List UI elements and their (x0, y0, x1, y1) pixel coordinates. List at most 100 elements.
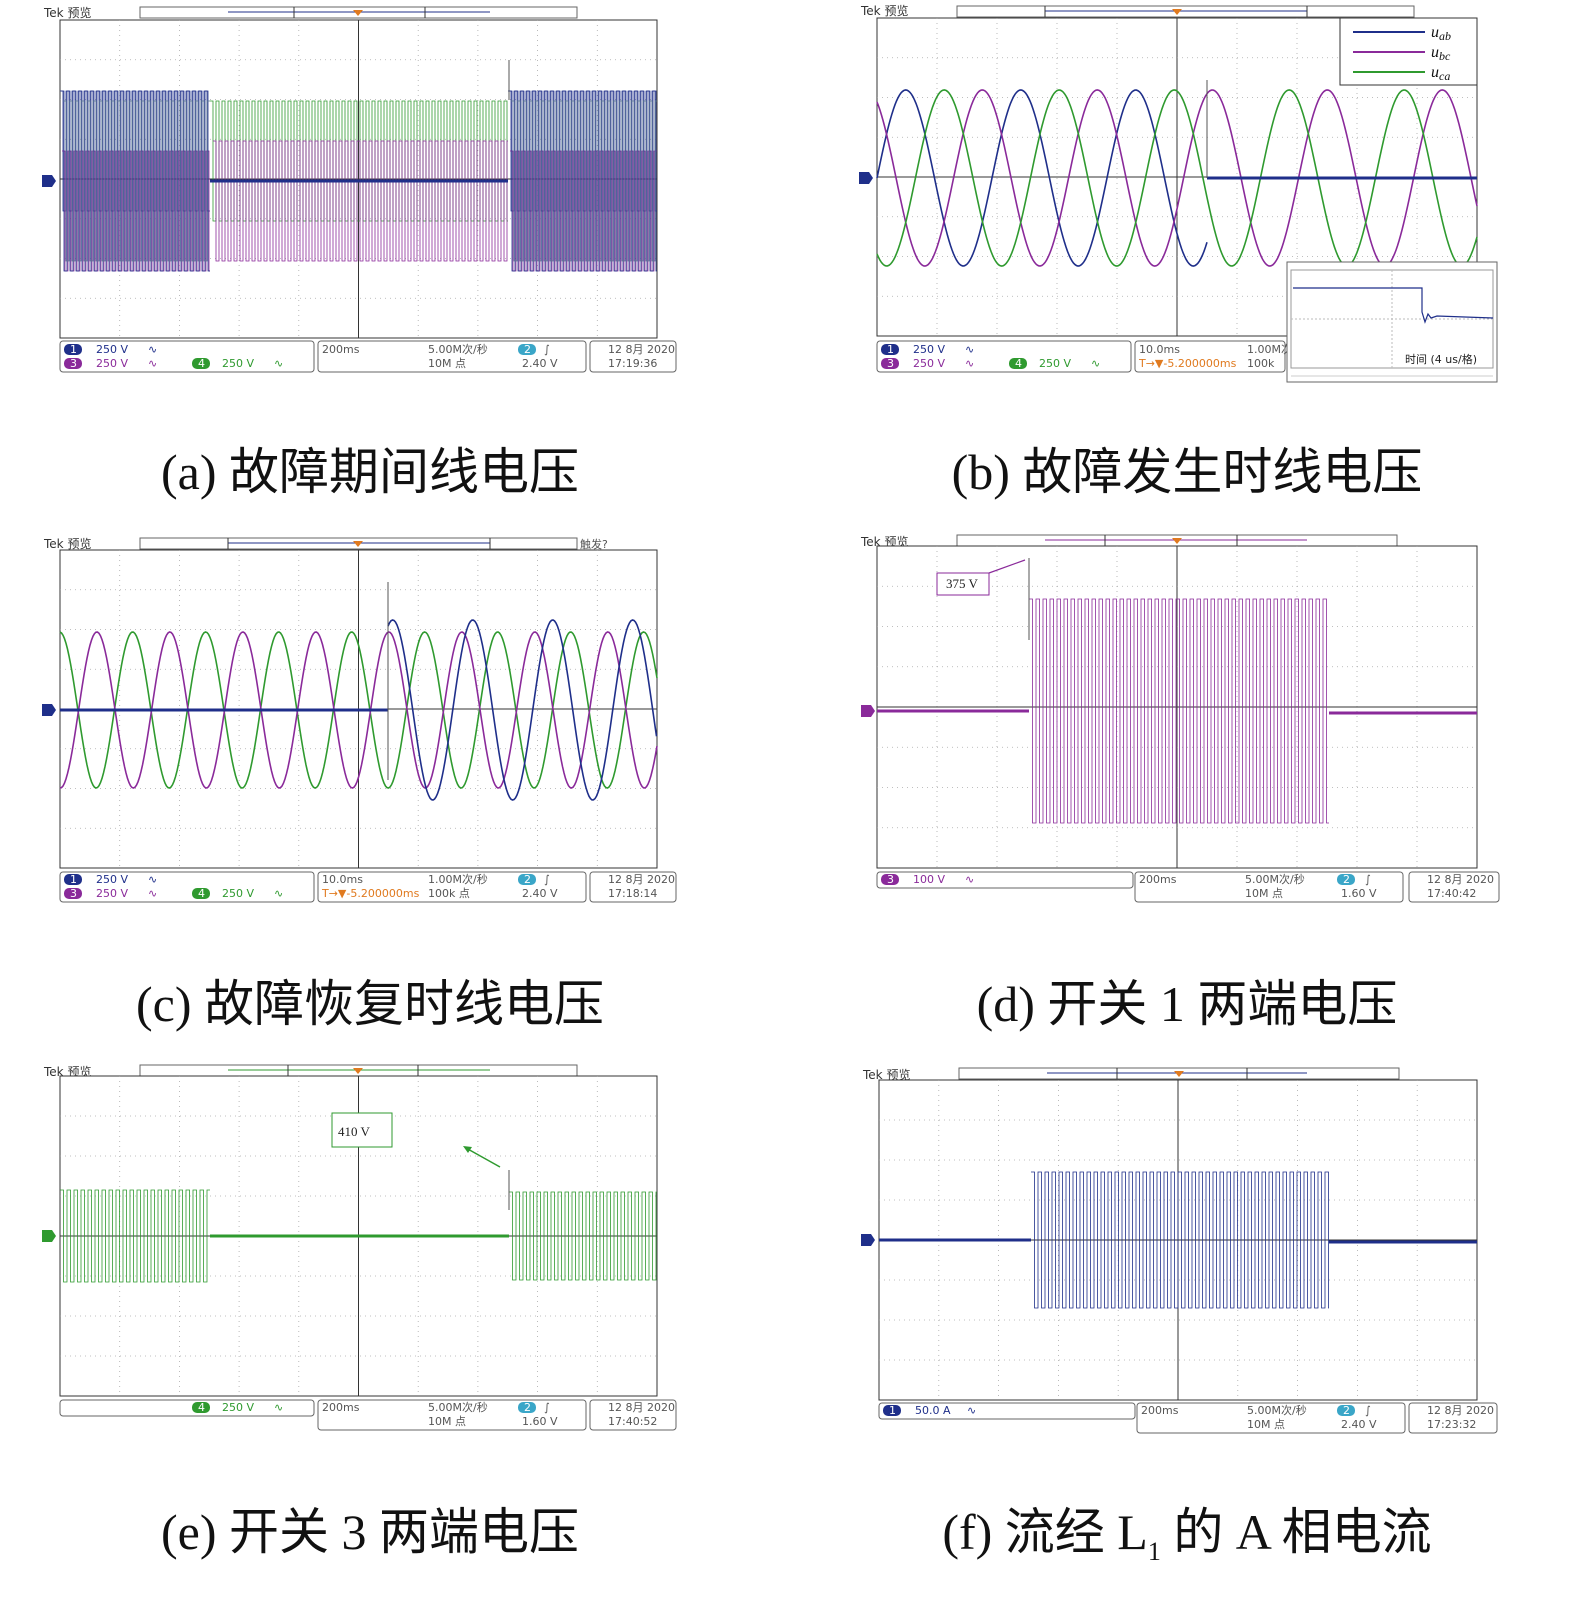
svg-text:∿: ∿ (967, 1404, 976, 1417)
svg-text:200ms: 200ms (322, 343, 360, 356)
waveform-d (877, 558, 1477, 824)
svg-text:10.0ms: 10.0ms (322, 873, 363, 886)
panel-a: Tek 预览 1 250 V ∿ 3 250 V ∿ 4 250 V ∿ 200… (0, 0, 787, 500)
waveform-f (879, 1171, 1477, 1309)
svg-text:250 V: 250 V (96, 343, 128, 356)
svg-text:∿: ∿ (148, 343, 157, 356)
svg-text:5.00M次/秒: 5.00M次/秒 (428, 342, 488, 356)
panel-c: Tek 预览 触发? 1 250 V ∿ 3 250 V ∿ 4 250 V ∿… (0, 530, 787, 1032)
svg-text:uca: uca (1431, 64, 1450, 83)
svg-text:5.00M次/秒: 5.00M次/秒 (428, 1400, 488, 1414)
svg-text:Tek 预览: Tek 预览 (43, 1064, 91, 1079)
svg-text:4: 4 (1015, 357, 1022, 370)
svg-text:12 8月 2020: 12 8月 2020 (1427, 1404, 1494, 1417)
svg-text:10.0ms: 10.0ms (1139, 343, 1180, 356)
svg-text:12 8月 2020: 12 8月 2020 (608, 1401, 675, 1414)
scope-a: Tek 预览 1 250 V ∿ 3 250 V ∿ 4 250 V ∿ 200… (42, 5, 677, 373)
svg-text:17:19:36: 17:19:36 (608, 357, 657, 370)
voltage-annotation (936, 572, 990, 596)
datetime-box (589, 340, 677, 373)
caption-a: (a) 故障期间线电压 (161, 444, 579, 500)
svg-text:2: 2 (1343, 1404, 1350, 1417)
svg-text:1: 1 (70, 343, 77, 356)
svg-text:1: 1 (70, 873, 77, 886)
svg-text:1: 1 (889, 1404, 896, 1417)
svg-text:375 V: 375 V (946, 576, 979, 591)
scope-e: Tek 预览 410 V 4 250 V ∿ 200ms 5.00M次/秒 10… (42, 1064, 677, 1431)
tek-label: Tek 预览 (43, 5, 91, 20)
svg-text:10M 点: 10M 点 (428, 1415, 466, 1428)
trigger-status: 触发? (580, 537, 608, 551)
scope-c: Tek 预览 触发? 1 250 V ∿ 3 250 V ∿ 4 250 V ∿… (42, 536, 677, 903)
svg-text:3: 3 (887, 357, 894, 370)
caption-c: (c) 故障恢复时线电压 (136, 976, 604, 1032)
svg-text:250 V: 250 V (96, 873, 128, 886)
waveform-c (59, 582, 658, 801)
zoom-inset: 时间 (4 us/格) (1286, 261, 1498, 383)
svg-text:∫: ∫ (1365, 873, 1371, 886)
svg-text:200ms: 200ms (1141, 1404, 1179, 1417)
svg-text:∿: ∿ (274, 1401, 283, 1414)
svg-text:50.0 A: 50.0 A (915, 1404, 951, 1417)
svg-text:1.60 V: 1.60 V (522, 1415, 558, 1428)
svg-text:3: 3 (70, 887, 77, 900)
caption-d: (d) 开关 1 两端电压 (976, 976, 1398, 1032)
svg-text:∿: ∿ (148, 887, 157, 900)
svg-text:200ms: 200ms (1139, 873, 1177, 886)
svg-text:∫: ∫ (1365, 1404, 1371, 1417)
scope-f: Tek 预览 1 50.0 A ∿ 200ms 5.00M次/秒 10M 点 2… (861, 1067, 1498, 1434)
svg-text:250 V: 250 V (913, 343, 945, 356)
svg-text:10M 点: 10M 点 (428, 357, 466, 370)
svg-text:∿: ∿ (965, 357, 974, 370)
svg-text:250 V: 250 V (222, 357, 254, 370)
svg-text:4: 4 (198, 1401, 205, 1414)
ch3-marker-icon (861, 705, 875, 717)
svg-text:5.00M次/秒: 5.00M次/秒 (1247, 1403, 1307, 1417)
svg-text:2.40 V: 2.40 V (522, 887, 558, 900)
ch1-marker-icon (42, 175, 56, 187)
svg-text:200ms: 200ms (322, 1401, 360, 1414)
channel-status[interactable] (59, 340, 315, 373)
svg-text:10M 点: 10M 点 (1247, 1418, 1285, 1431)
ch4-marker-icon (42, 1230, 56, 1242)
caption-b: (b) 故障发生时线电压 (951, 444, 1423, 500)
caption-f: (f) 流经 L1 的 A 相电流 (942, 1504, 1432, 1566)
svg-text:∫: ∫ (544, 343, 550, 356)
panel-d: Tek 预览 375 V 3 100 V ∿ 200ms 5.00M次/秒 10… (817, 530, 1575, 1032)
svg-text:2.40 V: 2.40 V (1341, 1418, 1377, 1431)
svg-text:250 V: 250 V (1039, 357, 1071, 370)
svg-text:T→▼-5.200000ms: T→▼-5.200000ms (1138, 357, 1237, 370)
svg-text:1.60 V: 1.60 V (1341, 887, 1377, 900)
svg-text:T→▼-5.200000ms: T→▼-5.200000ms (321, 887, 420, 900)
svg-text:4: 4 (198, 887, 205, 900)
svg-text:ubc: ubc (1431, 44, 1451, 63)
svg-text:2.40 V: 2.40 V (522, 357, 558, 370)
voltage-annotation (331, 1112, 393, 1148)
svg-text:1.00M次: 1.00M次 (1247, 342, 1292, 356)
svg-text:Tek 预览: Tek 预览 (860, 534, 908, 549)
svg-text:17:23:32: 17:23:32 (1427, 1418, 1476, 1431)
svg-text:12 8月 2020: 12 8月 2020 (608, 873, 675, 886)
svg-text:17:18:14: 17:18:14 (608, 887, 657, 900)
panel-e: Tek 预览 410 V 4 250 V ∿ 200ms 5.00M次/秒 10… (0, 1060, 787, 1600)
svg-text:100k 点: 100k 点 (428, 887, 470, 900)
svg-text:∿: ∿ (965, 343, 974, 356)
svg-text:410 V: 410 V (338, 1124, 371, 1139)
svg-text:250 V: 250 V (222, 887, 254, 900)
svg-text:1: 1 (887, 343, 894, 356)
svg-text:4: 4 (198, 357, 205, 370)
svg-text:∿: ∿ (148, 357, 157, 370)
svg-text:uab: uab (1431, 24, 1451, 43)
svg-text:∿: ∿ (274, 887, 283, 900)
waveform-b (876, 80, 1478, 267)
svg-text:∿: ∿ (274, 357, 283, 370)
panel-b: Tek 预览 uab ubc uca 1 250 V ∿ 3 250 V ∿ 4… (817, 0, 1575, 500)
svg-text:12 8月 2020: 12 8月 2020 (608, 343, 675, 356)
svg-text:100k: 100k (1247, 357, 1275, 370)
svg-text:时间 (4 us/格): 时间 (4 us/格) (1405, 352, 1477, 366)
svg-text:100 V: 100 V (913, 873, 945, 886)
svg-text:2: 2 (524, 873, 531, 886)
svg-text:2: 2 (524, 1401, 531, 1414)
svg-text:2: 2 (524, 343, 531, 356)
svg-text:∫: ∫ (544, 873, 550, 886)
